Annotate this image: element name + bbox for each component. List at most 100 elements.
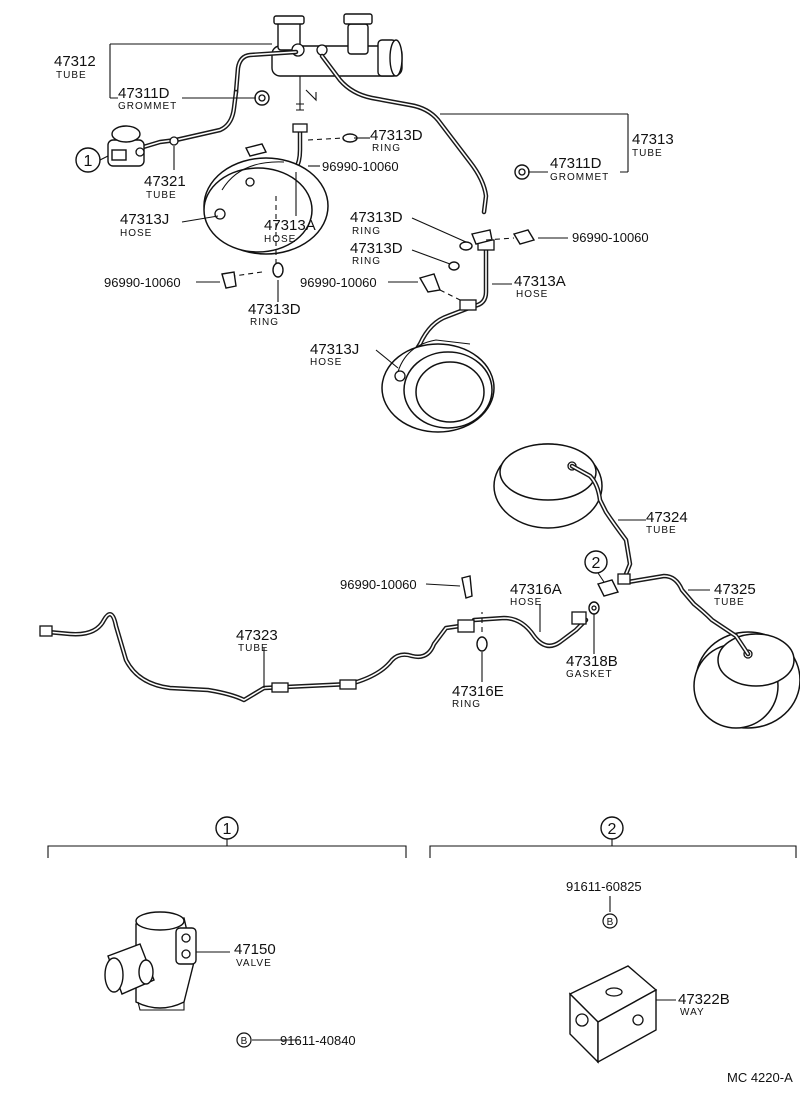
svg-text:RING: RING	[250, 317, 279, 328]
svg-text:1: 1	[84, 153, 93, 170]
svg-text:TUBE: TUBE	[146, 190, 177, 201]
svg-text:47325: 47325	[714, 581, 756, 598]
label-47321: 47321 TUBE	[144, 173, 186, 201]
label-47150: 47150 VALVE	[234, 941, 276, 969]
svg-text:HOSE: HOSE	[264, 234, 296, 245]
svg-text:47313D: 47313D	[350, 209, 403, 226]
label-47313d-b: 47313D RING	[350, 209, 403, 237]
ring-mid-a	[459, 241, 473, 251]
callout-2-detail: 2	[600, 816, 624, 840]
svg-text:47316E: 47316E	[452, 683, 504, 700]
label-47312: 47312 TUBE	[54, 53, 96, 81]
detail-bracket-2	[429, 838, 797, 858]
svg-text:47322B: 47322B	[678, 991, 730, 1008]
svg-text:GASKET: GASKET	[566, 669, 613, 680]
diagram-code: MC 4220-A	[727, 1070, 793, 1085]
ring-rear	[476, 636, 488, 652]
tube-47313	[319, 53, 489, 215]
label-47313: 47313 TUBE	[632, 131, 674, 159]
svg-text:47311D: 47311D	[118, 85, 170, 102]
leader-lines	[109, 43, 710, 1041]
label-47318b: 47318B GASKET	[566, 653, 618, 680]
svg-text:HOSE: HOSE	[120, 228, 152, 239]
svg-text:GROMMET: GROMMET	[550, 172, 609, 183]
svg-text:47318B: 47318B	[566, 653, 618, 670]
label-47313d-c: 47313D RING	[350, 240, 403, 267]
svg-text:TUBE: TUBE	[632, 148, 663, 159]
valve-47150	[104, 911, 197, 1011]
svg-text:B: B	[607, 917, 614, 928]
svg-text:47323: 47323	[236, 627, 278, 644]
label-96990-e: 96990-10060	[340, 577, 417, 592]
svg-text:96990-10060: 96990-10060	[340, 577, 417, 592]
brake-valve-small	[107, 125, 145, 167]
label-47313a-b: 47313A HOSE	[514, 273, 566, 300]
svg-text:47150: 47150	[234, 941, 276, 958]
svg-text:2: 2	[592, 555, 601, 572]
detail-bracket-1	[47, 838, 407, 858]
callout-1-detail: 1	[215, 816, 239, 840]
svg-text:TUBE: TUBE	[714, 597, 745, 608]
label-47316a: 47316A HOSE	[510, 581, 562, 608]
gasket-rear	[588, 601, 600, 615]
label-96990-d: 96990-10060	[300, 275, 377, 290]
svg-text:TUBE: TUBE	[238, 643, 269, 654]
svg-text:47312: 47312	[54, 53, 96, 70]
label-96990-b: 96990-10060	[572, 230, 649, 245]
ring-left-lower	[272, 262, 284, 278]
svg-text:47313D: 47313D	[370, 127, 423, 144]
clip-left-lower	[221, 271, 237, 289]
clip-right	[512, 229, 536, 245]
rear-lower-drum	[693, 631, 800, 729]
label-47313a-a: 47313A HOSE	[264, 217, 316, 245]
front-right-drum	[381, 339, 495, 433]
tube-47312	[173, 49, 299, 143]
svg-text:B: B	[241, 1036, 248, 1047]
label-47311d-a: 47311D GROMMET	[118, 85, 176, 112]
grommet-right	[514, 164, 530, 180]
bolt-symbol-valve: B	[236, 1032, 252, 1048]
ring-mid-b	[448, 261, 460, 271]
svg-text:TUBE: TUBE	[56, 70, 87, 81]
label-47313d-a: 47313D RING	[370, 127, 423, 154]
svg-text:96990-10060: 96990-10060	[300, 275, 377, 290]
svg-text:TUBE: TUBE	[646, 525, 677, 536]
svg-text:WAY: WAY	[680, 1007, 705, 1018]
label-91611-40840: 91611-40840	[280, 1033, 356, 1048]
svg-text:RING: RING	[352, 256, 381, 267]
label-96990-c: 96990-10060	[104, 275, 181, 290]
svg-text:47313J: 47313J	[120, 211, 169, 228]
tube-47321	[137, 136, 179, 151]
svg-text:47313A: 47313A	[264, 217, 316, 234]
tube-47323	[39, 612, 463, 703]
svg-text:47316A: 47316A	[510, 581, 562, 598]
tube-47324	[569, 463, 633, 577]
svg-text:91611-40840: 91611-40840	[280, 1033, 356, 1048]
svg-text:96990-10060: 96990-10060	[572, 230, 649, 245]
svg-text:47313D: 47313D	[248, 301, 301, 318]
label-47322b: 47322B WAY	[678, 991, 730, 1018]
label-47325: 47325 TUBE	[714, 581, 756, 608]
label-47313d-d: 47313D RING	[248, 301, 301, 328]
master-cylinder	[271, 13, 403, 111]
grommet-left	[254, 90, 270, 106]
svg-text:HOSE: HOSE	[516, 289, 548, 300]
clip-left-upper	[244, 143, 268, 157]
svg-text:RING: RING	[452, 699, 481, 710]
label-91611-60825: 91611-60825	[566, 879, 642, 894]
svg-text:RING: RING	[352, 226, 381, 237]
svg-text:1: 1	[223, 821, 232, 838]
clip-rear	[461, 575, 473, 599]
label-47324: 47324 TUBE	[646, 509, 688, 536]
label-96990-a: 96990-10060	[322, 159, 399, 174]
clip-mid	[471, 229, 493, 245]
svg-text:47321: 47321	[144, 173, 186, 190]
label-47313j-a: 47313J HOSE	[120, 211, 169, 239]
svg-text:47313D: 47313D	[350, 240, 403, 257]
svg-text:96990-10060: 96990-10060	[322, 159, 399, 174]
svg-text:47313J: 47313J	[310, 341, 359, 358]
svg-text:VALVE: VALVE	[236, 958, 272, 969]
svg-text:47313A: 47313A	[514, 273, 566, 290]
label-47323: 47323 TUBE	[236, 627, 278, 654]
